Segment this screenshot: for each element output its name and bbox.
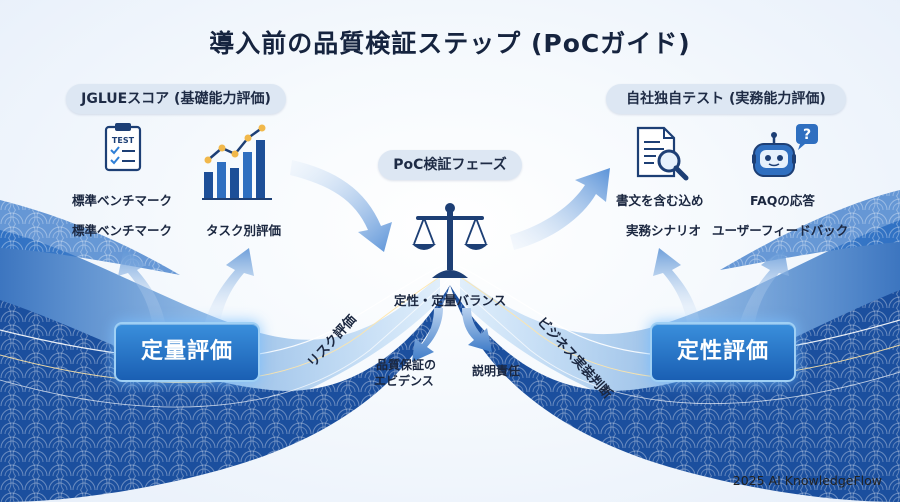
right-label-scenario: 実務シナリオ — [626, 223, 702, 238]
document-search-icon — [634, 126, 690, 186]
qualitative-eval-button[interactable]: 定性評価 — [650, 322, 796, 382]
left-label-benchmark: 標準ベンチマーク — [72, 223, 173, 238]
jglue-pill: JGLUEスコア (基礎能力評価) — [66, 84, 286, 114]
test-badge: TEST — [112, 136, 135, 145]
balance-label: 定性・定量バランス — [394, 293, 507, 308]
footer-credit: 2025 AI KnowledgeFlow — [732, 473, 882, 488]
chatbot-icon: ? — [752, 124, 822, 190]
quantitative-eval-button[interactable]: 定量評価 — [114, 322, 260, 382]
evidence-label-line2: エビデンス — [374, 374, 434, 388]
right-icon1-label: 書文を含む込め — [616, 193, 704, 208]
right-label-feedback: ユーザーフィードバック — [712, 223, 849, 238]
bar-chart-trend-icon — [200, 122, 278, 206]
left-icon1-label: 標準ベンチマーク — [72, 193, 173, 208]
page-title: 導入前の品質検証ステップ (PoCガイド) — [209, 29, 691, 58]
balance-scale-icon — [412, 200, 488, 286]
evidence-label-line1: 品質保証の — [376, 358, 437, 372]
right-icon2-label: FAQの応答 — [750, 193, 815, 208]
inhouse-test-pill: 自社独自テスト (実務能力評価) — [606, 84, 846, 114]
poc-phase-pill: PoC検証フェーズ — [378, 150, 522, 180]
accountability-label: 説明責任 — [472, 364, 521, 378]
test-clipboard-icon: TEST — [104, 122, 142, 176]
left-label-task-eval: タスク別評価 — [206, 223, 282, 238]
question-mark: ? — [803, 127, 811, 143]
